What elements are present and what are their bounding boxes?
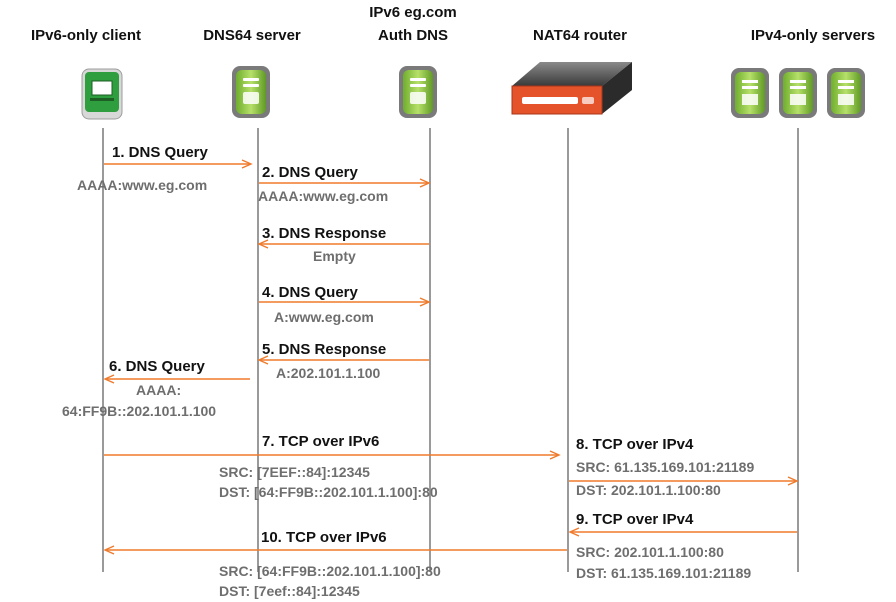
authdns-title-line-1: IPv6 eg.com — [369, 4, 457, 21]
message-10-label: 10. TCP over IPv6 — [261, 529, 387, 546]
message-3-detail: Empty — [313, 248, 356, 264]
server-icon — [232, 66, 270, 118]
server-icon — [399, 66, 437, 118]
arrowhead — [103, 545, 115, 555]
message-6-detail-line-1: AAAA: — [136, 382, 181, 398]
message-7-dst: DST: [64:FF9B::202.101.1.100]:80 — [219, 484, 438, 500]
arrowhead — [257, 239, 269, 249]
arrowhead — [103, 374, 115, 384]
actor-header-dns64: DNS64 server — [203, 27, 301, 44]
dns64-title: DNS64 server — [203, 27, 301, 44]
message-8-src: SRC: 61.135.169.101:21189 — [576, 459, 754, 475]
message-2-detail: AAAA:www.eg.com — [258, 188, 388, 204]
message-1-detail: AAAA:www.eg.com — [77, 177, 207, 193]
message-4-detail: A:www.eg.com — [274, 309, 374, 325]
arrowhead — [787, 476, 799, 486]
server-group-icon — [731, 68, 865, 118]
message-6-label: 6. DNS Query — [109, 358, 206, 375]
message-10-src: SRC: [64:FF9B::202.101.1.100]:80 — [219, 563, 441, 579]
message-6-detail-line-2: 64:FF9B::202.101.1.100 — [62, 403, 216, 419]
actor-header-authdns: IPv6 eg.com Auth DNS — [369, 4, 457, 44]
actor-header-nat64: NAT64 router — [533, 27, 627, 44]
router-icon — [511, 62, 632, 115]
client-title: IPv6-only client — [31, 27, 141, 44]
message-8-label: 8. TCP over IPv4 — [576, 436, 694, 453]
message-9-dst: DST: 61.135.169.101:21189 — [576, 565, 751, 581]
arrowhead — [241, 159, 253, 169]
computer-icon — [81, 68, 123, 120]
message-5-label: 5. DNS Response — [262, 341, 386, 358]
arrowhead — [549, 450, 561, 460]
actor-header-ipv4: IPv4-only servers — [751, 27, 875, 44]
message-9-src: SRC: 202.101.1.100:80 — [576, 544, 724, 560]
arrowhead — [257, 355, 269, 365]
message-5-detail: A:202.101.1.100 — [276, 365, 381, 381]
message-8-dst: DST: 202.101.1.100:80 — [576, 482, 721, 498]
message-3-label: 3. DNS Response — [262, 225, 386, 242]
message-2-label: 2. DNS Query — [262, 164, 359, 181]
authdns-title-line-2: Auth DNS — [378, 27, 448, 44]
actor-header-client: IPv6-only client — [31, 27, 141, 44]
message-7-src: SRC: [7EEF::84]:12345 — [219, 464, 370, 480]
nat64-title: NAT64 router — [533, 27, 627, 44]
message-1-label: 1. DNS Query — [112, 144, 209, 161]
arrowhead — [419, 178, 431, 188]
message-10-dst: DST: [7eef::84]:12345 — [219, 583, 360, 599]
arrowhead — [568, 527, 580, 537]
message-7-label: 7. TCP over IPv6 — [262, 433, 379, 450]
message-9-label: 9. TCP over IPv4 — [576, 511, 694, 528]
ipv4-title: IPv4-only servers — [751, 27, 875, 44]
arrowhead — [419, 297, 431, 307]
message-4-label: 4. DNS Query — [262, 284, 359, 301]
